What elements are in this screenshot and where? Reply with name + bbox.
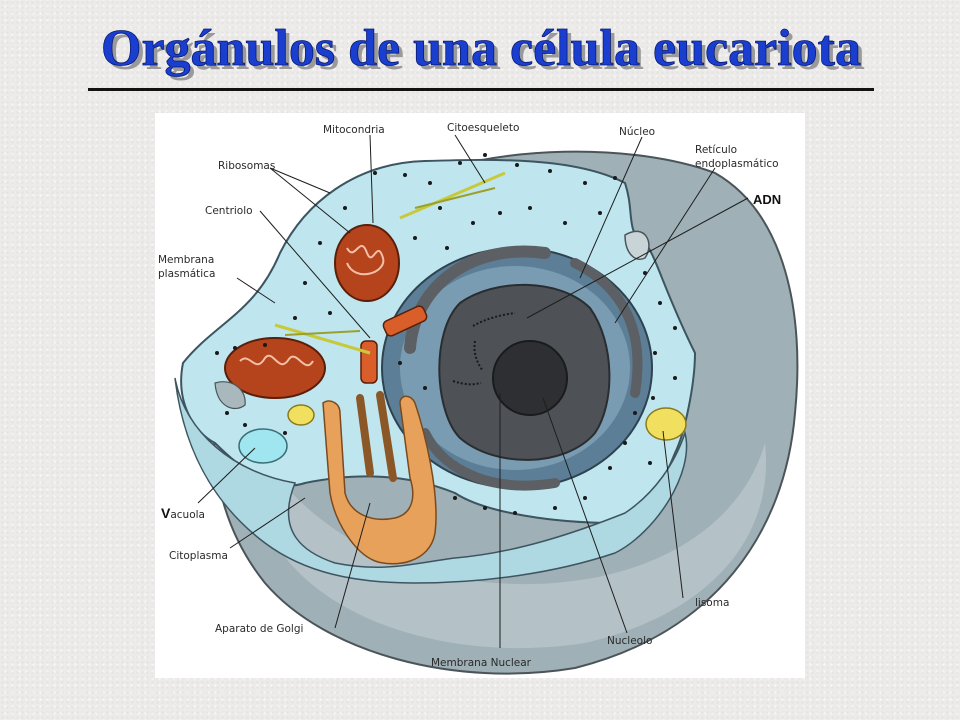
cytoskeleton-fiber-4 <box>284 330 361 336</box>
label-lisosoma: lisoma <box>695 597 729 609</box>
centriole-2 <box>360 340 378 384</box>
label-reticulo-2: endoplasmático <box>695 158 779 170</box>
nucleolus <box>492 340 568 416</box>
label-centriolo: Centriolo <box>205 205 253 217</box>
centriole-1 <box>382 305 428 337</box>
mitochondrion-1 <box>334 224 400 302</box>
cytoplasm-lower <box>174 377 688 584</box>
leader-lines <box>197 134 749 648</box>
dna-strand-2 <box>473 340 484 372</box>
cytoskeleton-fiber-2 <box>414 187 496 209</box>
golgi-cisterna-2 <box>376 391 397 482</box>
label-nucleolo: Nucleolo <box>607 635 652 647</box>
lysosome <box>645 407 687 441</box>
dna-strand-1 <box>472 312 516 327</box>
title-shadow: Orgánulos de una célula eucariota <box>105 24 865 81</box>
mitochondrion-2 <box>224 337 326 399</box>
reticulum-arc-2 <box>420 428 560 491</box>
label-vacuola-initial: V <box>161 505 171 521</box>
golgi-apparatus <box>322 395 437 565</box>
mitochondrion-1-cristae <box>346 245 385 276</box>
vacuole <box>238 428 288 464</box>
reticulum-arc-3 <box>570 258 643 398</box>
label-adn: ADN <box>753 192 781 207</box>
golgi-cisterna-1 <box>356 394 374 477</box>
cytoskeleton-fiber-3 <box>274 323 371 355</box>
label-mitocondria: Mitocondria <box>323 124 385 136</box>
cytoskeleton-fiber-1 <box>399 171 506 220</box>
label-reticulo-1: Retículo <box>695 144 737 156</box>
label-ribosomas: Ribosomas <box>218 160 275 172</box>
label-membrana-plasmatica-2: plasmática <box>158 268 215 280</box>
title-text: Orgánulos de una célula eucariota <box>101 20 861 77</box>
label-membrana-plasmatica-1: Membrana <box>158 254 214 266</box>
ribosomes <box>215 153 677 515</box>
label-citoesqueleto: Citoesqueleto <box>447 122 519 134</box>
slide-title: Orgánulos de una célula eucariota Orgánu… <box>0 6 960 86</box>
label-vacuola: Vacuola <box>161 505 205 521</box>
cell-cut-face <box>255 443 767 649</box>
nuclear-pore <box>624 230 650 260</box>
small-vesicle <box>287 404 315 426</box>
label-vacuola-rest: acuola <box>170 509 205 521</box>
cell-diagram: Mitocondria Citoesqueleto Núcleo Retícul… <box>155 113 805 678</box>
title-underline <box>88 88 874 91</box>
membrane-fold <box>214 381 246 410</box>
label-membrana-nuclear: Membrana Nuclear <box>431 657 532 669</box>
mitochondrion-2-cristae <box>239 354 314 367</box>
label-nucleo: Núcleo <box>619 126 655 138</box>
label-citoplasma: Citoplasma <box>169 550 228 562</box>
label-aparato-golgi: Aparato de Golgi <box>215 623 303 635</box>
